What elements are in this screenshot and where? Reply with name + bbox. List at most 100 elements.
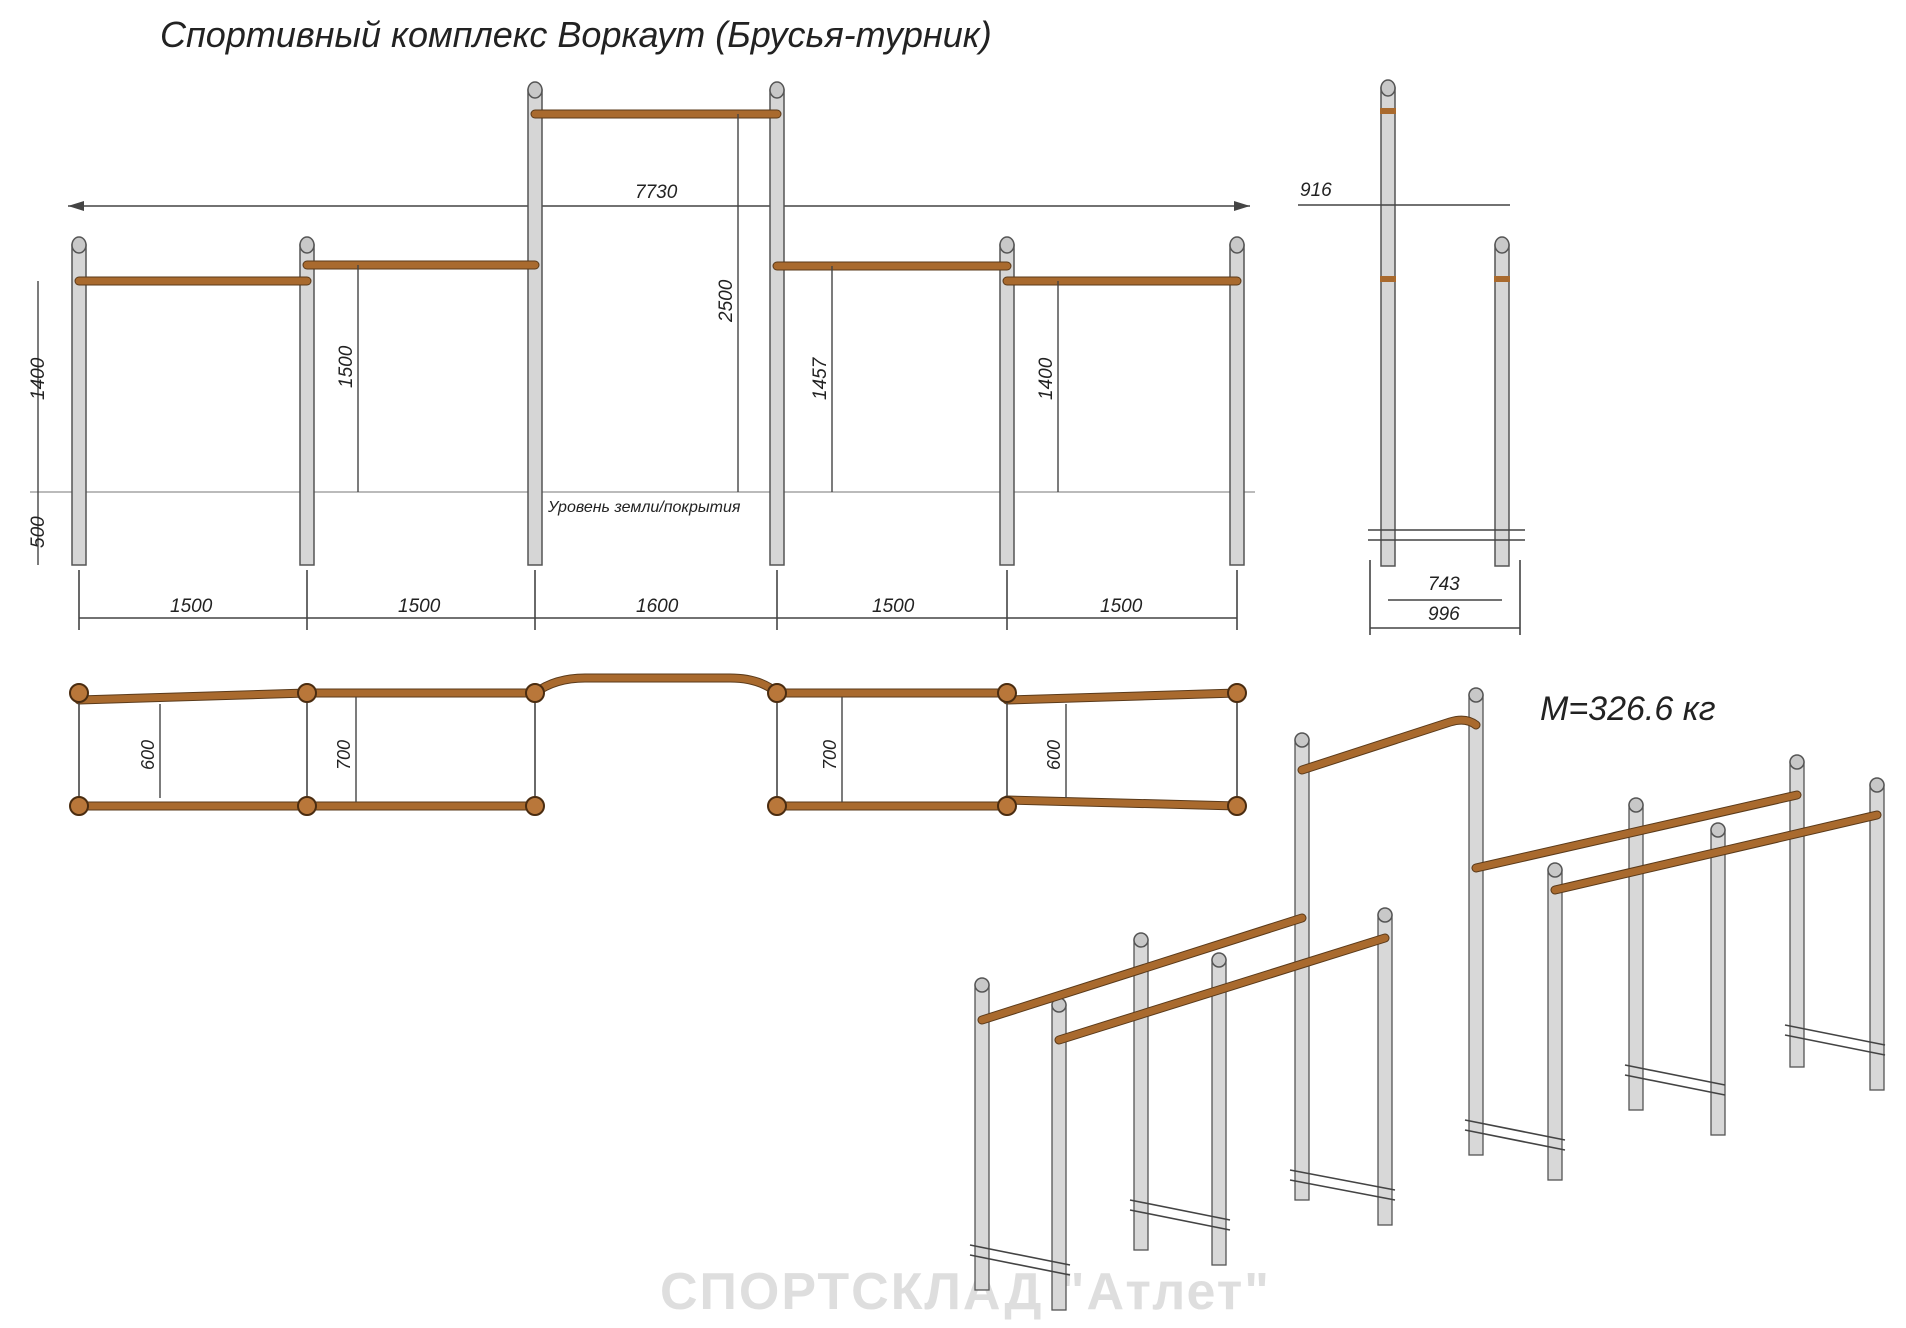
isometric-view [969, 687, 1886, 1311]
bar [1003, 796, 1241, 810]
cross-bar [969, 1254, 1071, 1276]
cross-bar [1129, 1209, 1231, 1231]
post-knob [1227, 683, 1247, 703]
post-cap [769, 81, 785, 99]
gap-label: 600 [138, 740, 158, 770]
ground-label: Уровень земли/покрытия [547, 499, 741, 516]
cross-bar [1289, 1179, 1396, 1201]
cross-bar [1289, 1169, 1396, 1191]
span-label: 1500 [398, 596, 441, 617]
bar [1003, 689, 1241, 704]
post-cap [1380, 79, 1396, 97]
iso-post [1628, 804, 1644, 1111]
span-label: 1500 [170, 596, 213, 617]
cross-bar [1784, 1024, 1886, 1046]
post [999, 244, 1015, 566]
post [527, 89, 543, 566]
post-knob [297, 683, 317, 703]
height-dimensions: 1400 500 1500 2500 1457 1400 [28, 114, 1059, 565]
iso-post [974, 984, 990, 1291]
height-label: 2500 [716, 279, 737, 323]
post-cap [1377, 907, 1393, 923]
iso-post [1468, 694, 1484, 1156]
gap-label: 700 [334, 740, 354, 770]
post-cap [1229, 236, 1245, 254]
post-cap [1494, 236, 1510, 254]
top-offset-label: 916 [1300, 180, 1332, 201]
post-cap [999, 236, 1015, 254]
iso-bars [977, 715, 1882, 1045]
bar-end [1380, 108, 1396, 114]
arrow-head [1234, 201, 1250, 211]
span-label: 1500 [872, 596, 915, 617]
post-cap [1789, 754, 1805, 770]
bar-end [1494, 276, 1510, 282]
side-post [1380, 87, 1396, 567]
post [71, 244, 87, 566]
post-knob [525, 796, 545, 816]
post-cap [1211, 952, 1227, 968]
height-label: 1457 [810, 356, 831, 400]
outer-width-label: 996 [1428, 604, 1460, 625]
front-bars [74, 109, 1242, 286]
post-cap [1468, 687, 1484, 703]
post-knob [997, 796, 1017, 816]
buried-depth-label: 500 [28, 516, 49, 548]
post-knob [69, 683, 89, 703]
post-cap [1710, 822, 1726, 838]
span-label: 1600 [636, 596, 679, 617]
post-knob [525, 683, 545, 703]
post-knob [1227, 796, 1247, 816]
top-knobs [69, 683, 1247, 816]
post [1229, 244, 1245, 566]
top-frame-lines [78, 693, 1238, 806]
inner-width-label: 743 [1428, 574, 1460, 595]
bar-end [1380, 276, 1396, 282]
iso-ground-bars [969, 1024, 1886, 1276]
post-cap [299, 236, 315, 254]
height-label: 1500 [336, 345, 357, 388]
iso-pullup-bar [1298, 716, 1480, 774]
arrow-head [68, 201, 84, 211]
cross-bar [969, 1244, 1071, 1266]
post-knob [297, 796, 317, 816]
post-cap [1869, 777, 1885, 793]
post-cap [974, 977, 990, 993]
post-knob [767, 683, 787, 703]
span-label: 1500 [1100, 596, 1143, 617]
gap-label: 600 [1044, 740, 1064, 770]
post-cap [71, 236, 87, 254]
side-view: 916 743 996 [1298, 79, 1525, 635]
iso-bar [1472, 791, 1801, 872]
side-post [1494, 244, 1510, 567]
pullup-bar [531, 674, 781, 697]
iso-post [1377, 914, 1393, 1226]
overall-width-label: 7730 [635, 182, 678, 203]
post [769, 89, 785, 566]
post-cap [1547, 862, 1563, 878]
height-label: 1400 [28, 357, 49, 400]
post-cap [1133, 932, 1149, 948]
watermark: СПОРТСКЛАД "Атлет" [660, 1263, 1271, 1321]
cross-bar [1624, 1074, 1726, 1096]
iso-bar [1055, 934, 1389, 1044]
cross-bar [1464, 1129, 1566, 1151]
post [299, 244, 315, 566]
cross-bar [1784, 1034, 1886, 1056]
front-view: Уровень земли/покрытия 7730 [28, 81, 1255, 630]
top-view: 600 700 700 600 [69, 673, 1247, 816]
gap-label: 700 [820, 740, 840, 770]
cross-bar [1464, 1119, 1566, 1141]
iso-posts [974, 687, 1885, 1311]
iso-bar [978, 914, 1306, 1024]
span-dimensions: 1500 1500 1600 1500 1500 [78, 570, 1238, 630]
mass-label: M=326.6 кг [1540, 690, 1716, 728]
front-posts [71, 81, 1245, 566]
top-bars [74, 673, 1242, 811]
iso-post [1710, 829, 1726, 1136]
iso-post [1547, 869, 1563, 1181]
post-cap [1628, 797, 1644, 813]
top-gap-dimensions: 600 700 700 600 [138, 697, 1067, 802]
